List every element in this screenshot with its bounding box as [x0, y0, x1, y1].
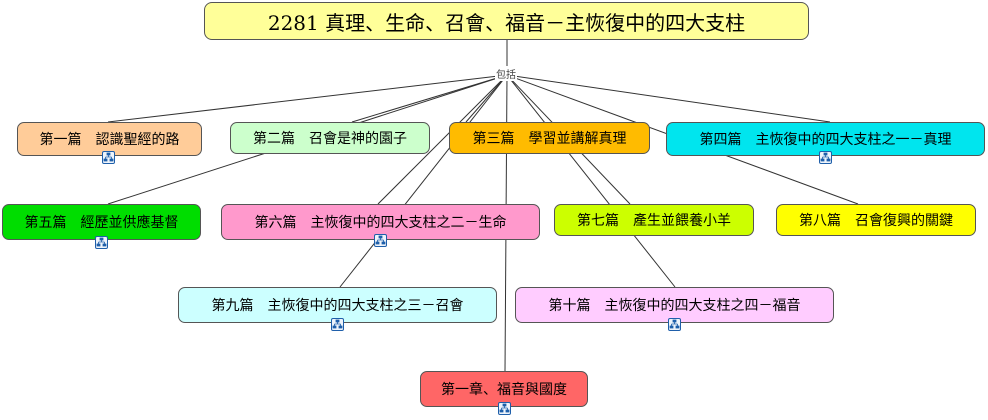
submap-icon[interactable]: [668, 318, 681, 331]
connector-n9: [339, 74, 508, 288]
connector-n3: [465, 74, 508, 123]
connector-n4: [506, 74, 831, 123]
hierarchy-glyph: [103, 152, 114, 162]
node-chapter-5[interactable]: 第五篇 經歷並供應基督: [2, 204, 201, 240]
connector-n1: [107, 74, 508, 123]
root-node[interactable]: 2281 真理、生命、召會、福音－主恢復中的四大支柱: [204, 2, 809, 40]
submap-icon[interactable]: [374, 234, 387, 247]
submap-icon[interactable]: [102, 151, 115, 164]
node-chapter-9[interactable]: 第九篇 主恢復中的四大支柱之三－召會: [178, 287, 497, 323]
node-gospel-kingdom[interactable]: 第一章、福音與國度: [420, 371, 588, 407]
node-chapter-8[interactable]: 第八篇 召會復興的關鍵: [776, 204, 976, 236]
node-label: 第十篇 主恢復中的四大支柱之四－福音: [548, 298, 801, 314]
hierarchy-glyph: [669, 319, 680, 329]
hierarchy-glyph: [96, 237, 107, 247]
node-label: 第一篇 認識聖經的路: [39, 132, 180, 148]
connector-n10: [506, 74, 676, 288]
node-label: 第七篇 產生並餵養小羊: [577, 213, 731, 229]
node-chapter-10[interactable]: 第十篇 主恢復中的四大支柱之四－福音: [515, 287, 834, 323]
node-chapter-3[interactable]: 第三篇 學習並講解真理: [449, 122, 650, 154]
root-label: 2281 真理、生命、召會、福音－主恢復中的四大支柱: [267, 10, 746, 35]
connector-n6: [377, 74, 508, 205]
hierarchy-glyph: [375, 235, 386, 245]
submap-icon[interactable]: [819, 151, 832, 164]
node-chapter-7[interactable]: 第七篇 產生並餵養小羊: [554, 204, 754, 236]
node-label: 第三篇 學習並講解真理: [472, 131, 627, 147]
hierarchy-glyph: [499, 403, 510, 413]
node-chapter-1[interactable]: 第一篇 認識聖經的路: [17, 122, 202, 156]
node-chapter-6[interactable]: 第六篇 主恢復中的四大支柱之二－生命: [221, 204, 540, 240]
hierarchy-glyph: [820, 152, 831, 162]
node-label: 第一章、福音與國度: [441, 382, 567, 398]
node-chapter-2[interactable]: 第二篇 召會是神的園子: [230, 122, 430, 154]
submap-icon[interactable]: [331, 318, 344, 331]
node-label: 第四篇 主恢復中的四大支柱之一－真理: [699, 132, 952, 148]
node-label: 第六篇 主恢復中的四大支柱之二－生命: [254, 215, 507, 231]
hierarchy-glyph: [332, 319, 343, 329]
node-label: 第五篇 經歷並供應基督: [24, 215, 179, 231]
submap-icon[interactable]: [95, 236, 108, 249]
submap-icon[interactable]: [498, 402, 511, 415]
node-label: 第八篇 召會復興的關鍵: [799, 213, 953, 229]
node-label: 第二篇 召會是神的園子: [253, 131, 407, 147]
relation-label: 包括: [495, 66, 517, 81]
node-label: 第九篇 主恢復中的四大支柱之三－召會: [211, 298, 464, 314]
